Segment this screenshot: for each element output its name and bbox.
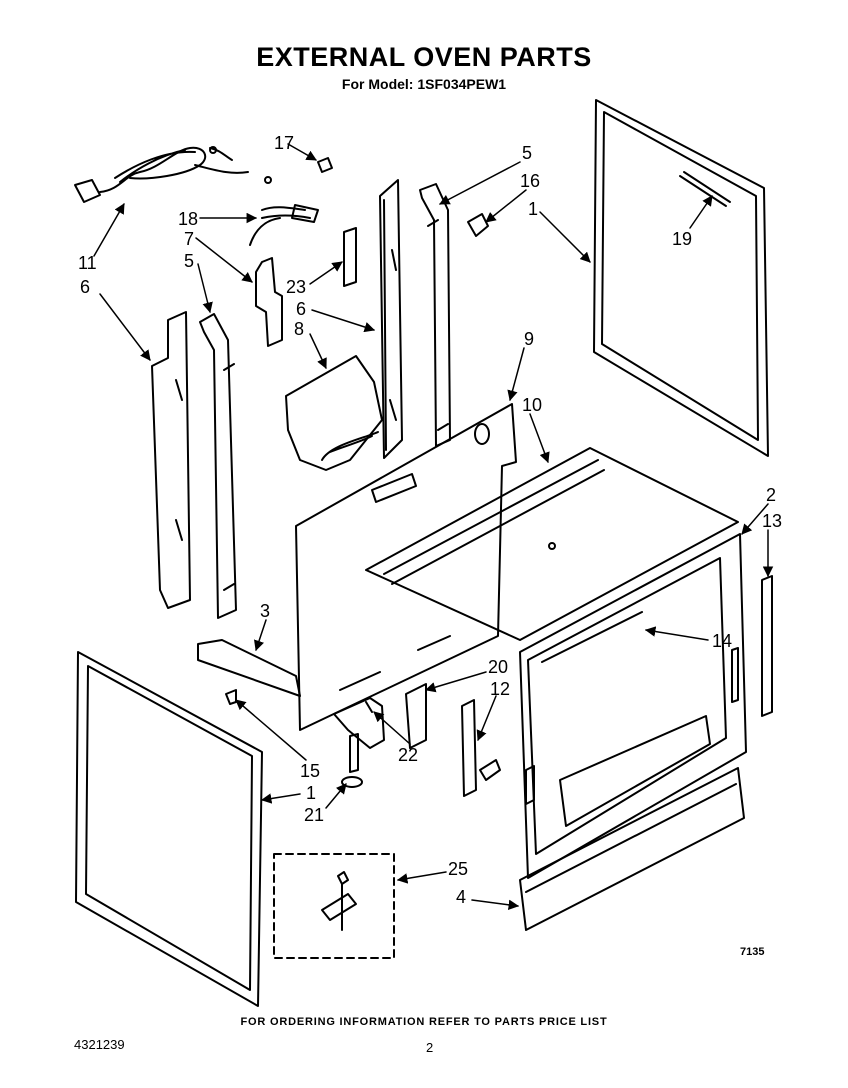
figure-number: 7135	[740, 946, 765, 958]
callout-13: 13	[762, 511, 783, 531]
callout-7: 7	[184, 229, 195, 249]
callout-5-upper: 5	[522, 143, 533, 163]
model-subtitle: For Model: 1SF034PEW1	[341, 76, 507, 92]
callout-11: 11	[78, 253, 97, 273]
trim-strip-part	[761, 575, 773, 717]
power-cord-part	[74, 146, 272, 203]
front-frame-part	[519, 533, 747, 879]
callout-12: 12	[490, 679, 511, 699]
side-panel-left-part	[151, 311, 191, 609]
side-panel-rear-part	[593, 99, 769, 457]
clip-part	[467, 213, 489, 237]
wire-harness-part	[249, 204, 319, 246]
front-base-rail-part	[519, 767, 745, 931]
rear-base-rail-part	[197, 639, 301, 697]
callout-20: 20	[488, 657, 509, 677]
leveling-kit-part	[273, 853, 395, 959]
top-panel-part	[365, 447, 739, 641]
callout-16: 16	[520, 171, 541, 191]
strip-part	[343, 227, 357, 287]
side-trim-left-part	[199, 313, 237, 619]
callout-23: 23	[286, 277, 307, 297]
side-panel-front-part	[75, 651, 263, 1007]
document-number: 4321239	[74, 1037, 125, 1052]
callout-15: 15	[300, 761, 321, 781]
page-title: EXTERNAL OVEN PARTS	[256, 42, 592, 72]
heat-shield-part	[285, 355, 383, 471]
screw-part	[317, 157, 333, 173]
callout-leaders	[93, 143, 774, 910]
bracket-part	[255, 257, 283, 347]
side-panel-rear-right-part	[379, 179, 403, 459]
screw-small-part	[225, 689, 237, 705]
callout-8: 8	[294, 319, 305, 339]
callout-19: 19	[672, 229, 693, 249]
callout-25: 25	[448, 859, 469, 879]
rod-part	[679, 171, 731, 207]
callout-5-lower: 5	[184, 251, 195, 271]
callout-14: 14	[712, 631, 733, 651]
callout-6-left: 6	[80, 277, 91, 297]
bracket-lower-part	[405, 683, 427, 749]
callout-2: 2	[766, 485, 777, 505]
side-trim-right-part	[419, 183, 451, 447]
callout-1-upper: 1	[528, 199, 539, 219]
callout-9: 9	[524, 329, 535, 349]
rear-panel-part	[295, 403, 517, 731]
callout-3: 3	[260, 601, 271, 621]
hinge-bracket-part	[461, 699, 501, 797]
callout-6-center: 6	[296, 299, 307, 319]
callout-4: 4	[456, 887, 467, 907]
support-bracket-part	[333, 697, 385, 749]
page-number: 2	[426, 1040, 434, 1055]
leveling-leg-part	[341, 733, 363, 788]
callout-10: 10	[522, 395, 543, 415]
callout-21: 21	[304, 805, 325, 825]
callout-22: 22	[398, 745, 419, 765]
callout-1-lower: 1	[306, 783, 317, 803]
callout-18: 18	[178, 209, 199, 229]
callout-17: 17	[274, 133, 295, 153]
ordering-info-note: FOR ORDERING INFORMATION REFER TO PARTS …	[240, 1016, 608, 1028]
